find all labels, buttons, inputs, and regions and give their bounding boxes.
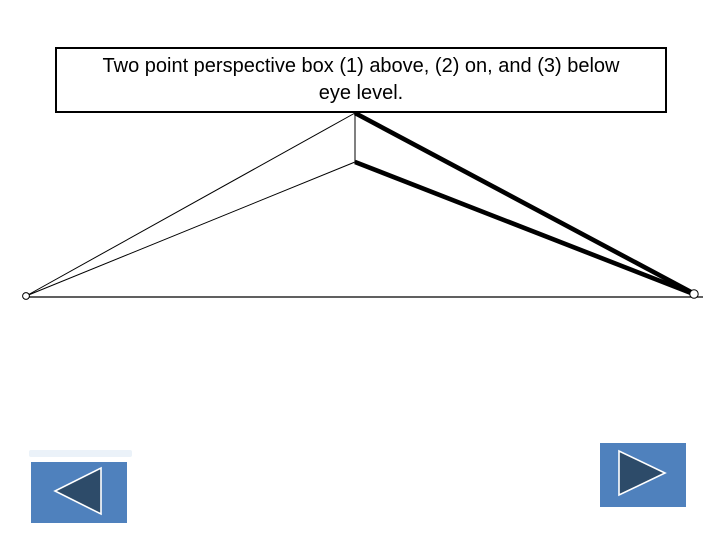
forward-button[interactable] — [600, 443, 686, 507]
bottom-edge-to-right-vp-line — [354, 159, 692, 296]
triangle-right-icon — [618, 449, 667, 497]
back-button[interactable] — [31, 462, 127, 523]
faded-shape-remnant — [29, 450, 132, 457]
slide-title-line-1: Two point perspective box (1) above, (2)… — [102, 55, 620, 77]
right-vanishing-point — [689, 289, 699, 299]
triangle-left-icon — [53, 466, 102, 516]
bottom-edge-to-left-vp-line — [25, 161, 356, 297]
slide-title-line-2: eye level. — [318, 82, 404, 104]
left-vanishing-point — [22, 292, 30, 300]
top-edge-to-right-vp-line — [353, 110, 693, 295]
top-edge-to-left-vp-line — [25, 112, 356, 297]
slide-title-box: Two point perspective box (1) above, (2)… — [55, 47, 667, 113]
